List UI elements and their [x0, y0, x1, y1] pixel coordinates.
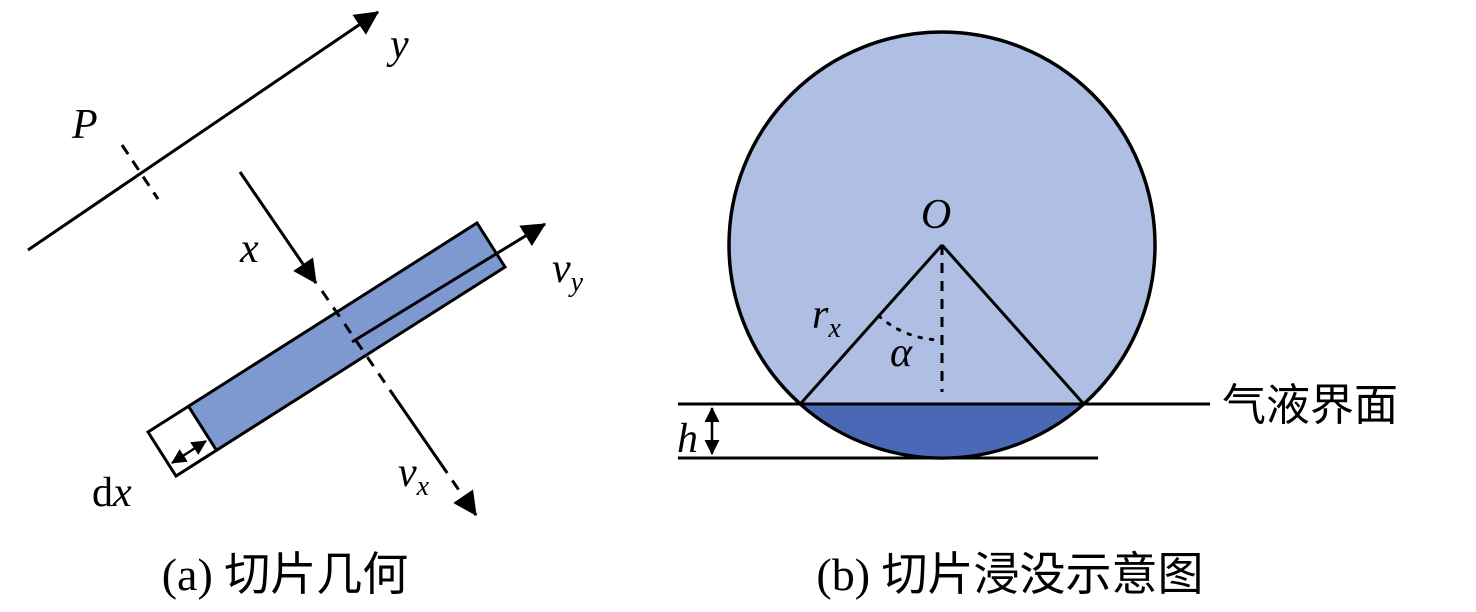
- point-p-label: P: [71, 102, 98, 148]
- center-o-label: O: [921, 192, 951, 238]
- submerged-segment: [796, 402, 1088, 460]
- radius-left: [799, 244, 944, 405]
- x-axis-dashed-segment: [320, 290, 396, 397]
- interface-label: 气液界面: [1222, 381, 1398, 430]
- dx-measure-arrow: [171, 439, 207, 465]
- point-p-tick: [120, 144, 160, 200]
- panel-b: 气液界面 h O rx α (b) 切片浸没示意图: [677, 30, 1398, 600]
- alpha-label: α: [890, 330, 913, 376]
- vx-label: vx: [398, 450, 430, 502]
- vy-arrow: [351, 222, 547, 344]
- panel-a-caption: (a) 切片几何: [162, 549, 409, 600]
- y-axis-arrow: [27, 10, 379, 252]
- vy-label: vy: [552, 246, 584, 298]
- radius-right: [940, 244, 1085, 405]
- slice-divider-line: [187, 405, 218, 452]
- vx-arrow: [439, 463, 478, 516]
- x-axis-label: x: [239, 226, 259, 272]
- dx-label: dx: [92, 470, 132, 516]
- panel-b-caption: (b) 切片浸没示意图: [816, 549, 1203, 600]
- alpha-angle-arc: [877, 314, 944, 342]
- rx-label: rx: [812, 292, 841, 344]
- x-axis-arrow: [238, 171, 318, 284]
- panel-a: y P dx x vx vy (a) 切片几何: [27, 10, 584, 600]
- h-label: h: [677, 416, 698, 462]
- x-axis-lower-segment: [392, 395, 443, 465]
- slice-outline: [145, 220, 508, 479]
- y-axis-label: y: [386, 22, 409, 68]
- slice-fill: [188, 223, 505, 451]
